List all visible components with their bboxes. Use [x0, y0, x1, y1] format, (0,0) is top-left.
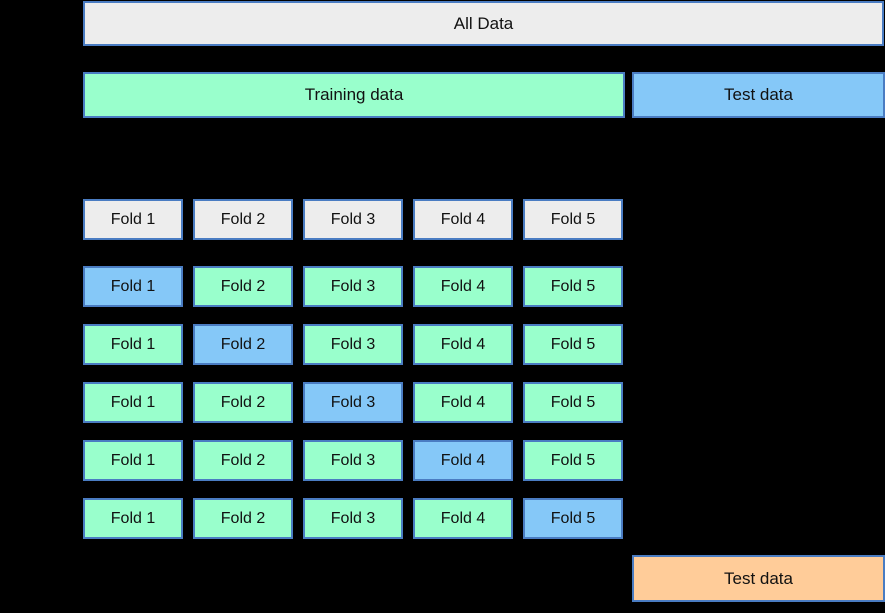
cv-iteration-row-1: Fold 1 Fold 2 Fold 3 Fold 4 Fold 5	[83, 266, 623, 307]
cv-iteration-row-4: Fold 1 Fold 2 Fold 3 Fold 4 Fold 5	[83, 440, 623, 481]
fold-box: Fold 5	[523, 324, 623, 365]
fold-box: Fold 5	[523, 498, 623, 539]
fold-box: Fold 4	[413, 382, 513, 423]
training-data-bar: Training data	[83, 72, 625, 118]
fold-box: Fold 1	[83, 266, 183, 307]
cv-iteration-row-5: Fold 1 Fold 2 Fold 3 Fold 4 Fold 5	[83, 498, 623, 539]
fold-box: Fold 2	[193, 382, 293, 423]
fold-header-row: Fold 1 Fold 2 Fold 3 Fold 4 Fold 5	[83, 199, 623, 240]
fold-box: Fold 3	[303, 266, 403, 307]
fold-box: Fold 4	[413, 324, 513, 365]
fold-box: Fold 2	[193, 266, 293, 307]
fold-box: Fold 3	[303, 498, 403, 539]
fold-header-box: Fold 1	[83, 199, 183, 240]
fold-box: Fold 1	[83, 498, 183, 539]
final-test-data-bar: Test data	[632, 555, 885, 602]
fold-box: Fold 3	[303, 382, 403, 423]
fold-box: Fold 4	[413, 498, 513, 539]
fold-box: Fold 3	[303, 440, 403, 481]
test-data-bar: Test data	[632, 72, 885, 118]
cv-iteration-row-3: Fold 1 Fold 2 Fold 3 Fold 4 Fold 5	[83, 382, 623, 423]
fold-header-box: Fold 5	[523, 199, 623, 240]
fold-header-box: Fold 3	[303, 199, 403, 240]
fold-box: Fold 2	[193, 498, 293, 539]
fold-box: Fold 5	[523, 266, 623, 307]
cv-iteration-row-2: Fold 1 Fold 2 Fold 3 Fold 4 Fold 5	[83, 324, 623, 365]
fold-box: Fold 4	[413, 266, 513, 307]
fold-header-box: Fold 2	[193, 199, 293, 240]
fold-box: Fold 5	[523, 440, 623, 481]
all-data-bar: All Data	[83, 1, 884, 46]
fold-box: Fold 3	[303, 324, 403, 365]
fold-box: Fold 4	[413, 440, 513, 481]
fold-box: Fold 1	[83, 382, 183, 423]
fold-box: Fold 1	[83, 440, 183, 481]
fold-header-box: Fold 4	[413, 199, 513, 240]
fold-box: Fold 1	[83, 324, 183, 365]
fold-box: Fold 2	[193, 324, 293, 365]
fold-box: Fold 5	[523, 382, 623, 423]
fold-box: Fold 2	[193, 440, 293, 481]
